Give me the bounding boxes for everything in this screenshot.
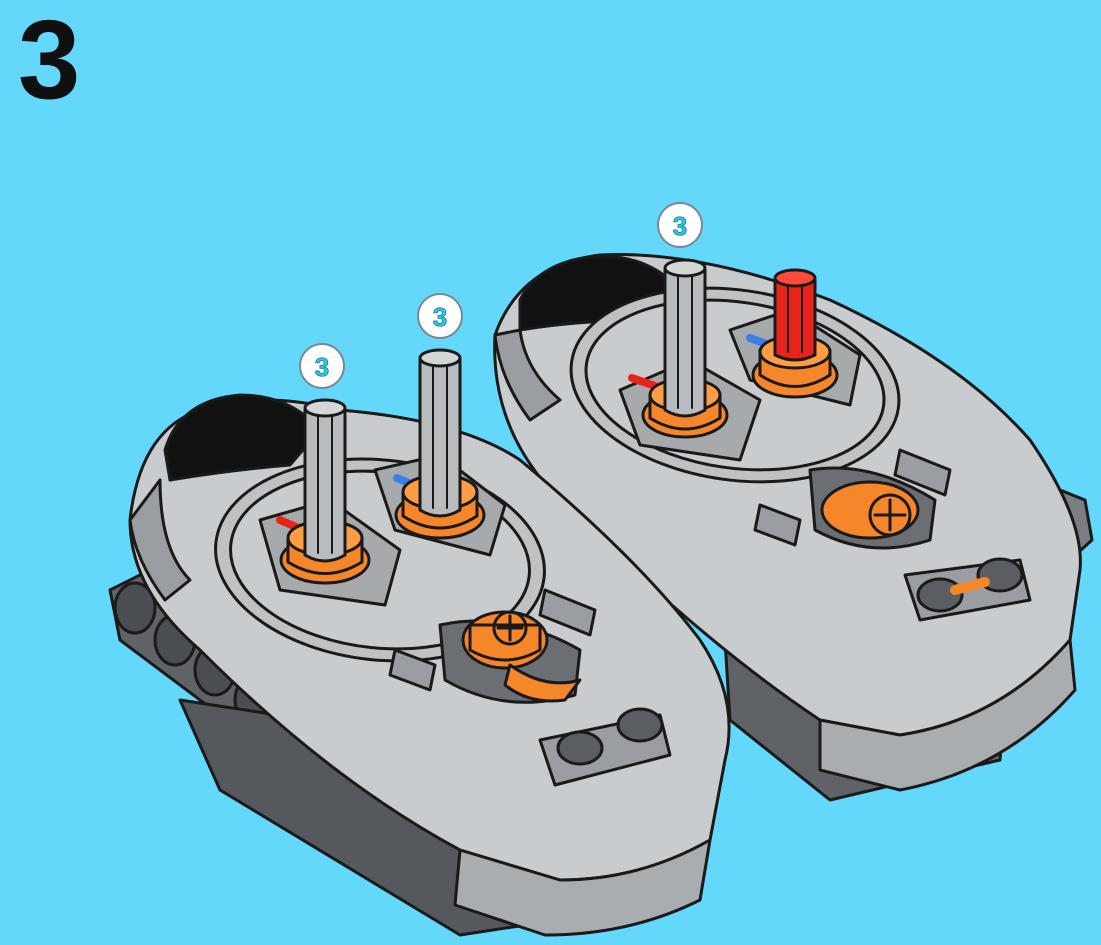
callout-label: 3	[673, 211, 687, 241]
callout-axle-right: 3	[658, 203, 702, 247]
callout-axle-left: 3	[300, 344, 344, 388]
callout-label: 3	[315, 352, 329, 382]
callout-label: 3	[433, 302, 447, 332]
callout-axle-middle: 3	[418, 294, 462, 338]
